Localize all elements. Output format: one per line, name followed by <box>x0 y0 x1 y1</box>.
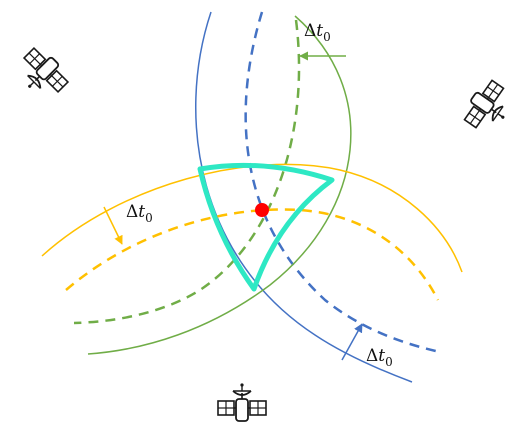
delta-t0-label: Δt0 <box>366 346 393 369</box>
satellite-icon <box>10 42 74 106</box>
blue-offset-arrow <box>341 323 363 361</box>
green-estimated-range <box>73 19 301 325</box>
yellow-offset-arrow <box>103 206 123 245</box>
delta-t0-label: Δt0 <box>304 21 331 44</box>
delta-t0-label: Δt0 <box>126 202 153 225</box>
yellow-range-circle <box>41 163 463 273</box>
estimated-position-dot <box>255 203 269 217</box>
blue-range-circle <box>195 11 413 383</box>
satellite-icon <box>217 382 267 422</box>
yellow-estimated-range <box>65 208 440 301</box>
green-range-circle <box>87 15 352 355</box>
intersection-region <box>197 162 335 292</box>
satellite-icon <box>458 75 512 139</box>
